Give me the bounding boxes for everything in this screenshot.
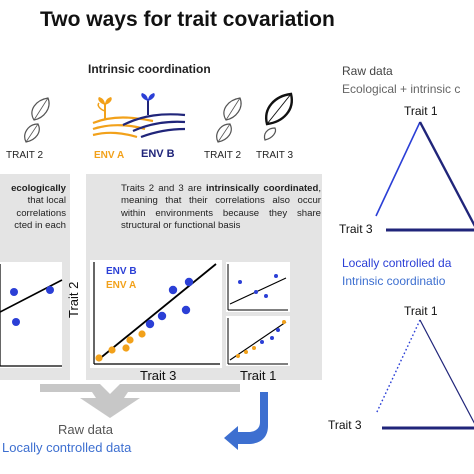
small-plot-label: Trait 1: [240, 368, 277, 383]
triangle-raw: [375, 121, 474, 232]
left-paragraph-line-2: correlations: [16, 207, 66, 219]
main-plot-xlabel: Trait 3: [140, 368, 177, 383]
trait2-right-label: TRAIT 2: [204, 150, 242, 161]
left-paragraph: ecologically that local correlations cte…: [0, 183, 66, 232]
env-a-label: ENV A: [94, 150, 125, 161]
trait2-left-label: TRAIT 2: [6, 150, 44, 161]
env-b-label: ENV B: [141, 148, 175, 160]
right-paragraph-part1: Traits 2 and 3 are: [121, 183, 206, 194]
left-plot-marks: [0, 264, 63, 367]
bottom-raw-label: Raw data: [58, 422, 113, 437]
right-paragraph-bold: intrinsically coordinated: [205, 183, 319, 194]
left-paragraph-bold: ecologically: [11, 183, 66, 194]
right-raw-title: Raw data: [342, 64, 393, 78]
right-paragraph-part2: , meaning that their correlations also o…: [121, 183, 322, 231]
page-title: Two ways for trait covariation: [40, 8, 335, 31]
main-scatter-plot: [93, 262, 220, 365]
main-plot-ylabel: Trait 2: [66, 281, 81, 318]
tri2-left-label: Trait 3: [328, 418, 362, 432]
legend-env-b: ENV B: [106, 266, 137, 277]
tri1-left-label: Trait 3: [339, 222, 373, 236]
left-paragraph-line-1: that local: [27, 195, 66, 207]
tri2-top-label: Trait 1: [404, 304, 438, 318]
bottom-local-label: Locally controlled data: [2, 440, 132, 455]
right-local-title: Locally controlled da: [342, 256, 452, 270]
small-plot-top-marks: [227, 264, 288, 311]
right-local-sub: Intrinsic coordinatio: [342, 274, 446, 288]
left-paragraph-line-3: cted in each: [14, 219, 66, 231]
trait3-label: TRAIT 3: [256, 150, 294, 161]
leaf-icon-pair-right: [216, 97, 242, 143]
small-plot-bottom-marks: [227, 318, 288, 365]
gray-down-arrow-icon: [40, 384, 240, 418]
legend-env-a: ENV A: [106, 280, 137, 291]
blue-curved-arrow-icon: [224, 392, 268, 450]
tri1-top-label: Trait 1: [404, 104, 438, 118]
small-plot-top: [226, 262, 290, 312]
leaf-icon-trait3: [263, 92, 293, 141]
environment-fields-icon: [92, 93, 186, 139]
triangle-local: [375, 319, 474, 430]
leaf-icon-pair-left: [24, 97, 50, 143]
right-paragraph: Traits 2 and 3 are intrinsically coordin…: [121, 183, 321, 232]
right-raw-sub: Ecological + intrinsic c: [342, 82, 461, 96]
section-subtitle: Intrinsic coordination: [88, 62, 211, 76]
left-partial-plot: [0, 262, 62, 368]
